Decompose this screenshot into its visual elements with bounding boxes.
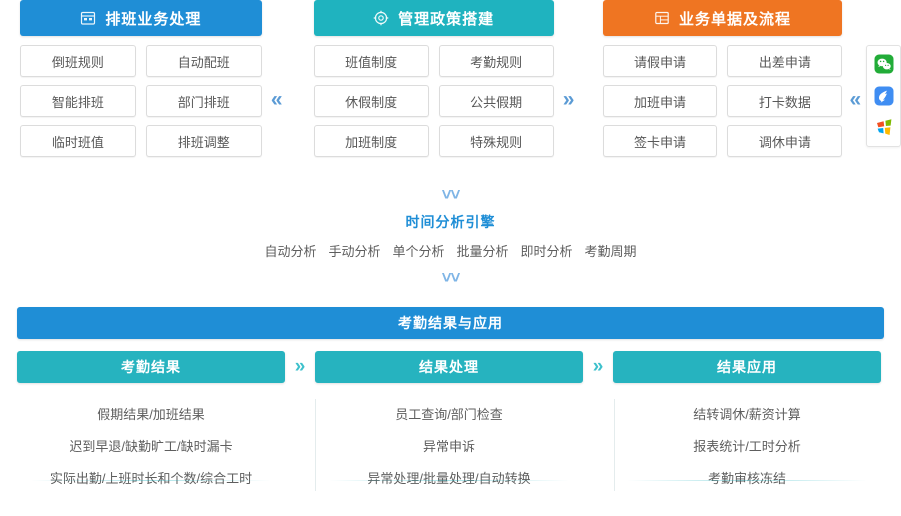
chevron-down-icon-bottom: ˅˅ (441, 268, 461, 287)
engine-item-1: 手动分析 (328, 244, 381, 259)
results-panel-body-application: 结转调休/薪资计算 报表统计/工时分析 考勤审核冻结 (613, 383, 881, 487)
results-line-2-0: 结转调休/薪资计算 (693, 407, 801, 422)
results-panel-body-processing: 员工查询/部门检查 异常申诉 异常处理/批量处理/自动转换 (315, 383, 583, 487)
engine-items: 自动分析 手动分析 单个分析 批量分析 即时分析 考勤周期 (0, 241, 901, 260)
module-header-business[interactable]: 业务单据及流程 (602, 0, 843, 36)
panel-divider-2 (614, 399, 615, 491)
tile-grid-business: 请假申请 出差申请 加班申请 打卡数据 签卡申请 调休申请 (602, 45, 843, 157)
results-panels-row: 考勤结果 假期结果/加班结果 迟到早退/缺勤旷工/缺时漏卡 实际出勤/上班时长和… (17, 351, 884, 511)
chevron-right-icon-bottom-1: » (294, 356, 306, 377)
results-panel-results: 考勤结果 假期结果/加班结果 迟到早退/缺勤旷工/缺时漏卡 实际出勤/上班时长和… (17, 351, 285, 487)
wechat-icon[interactable] (874, 54, 894, 74)
module-header-policy[interactable]: 管理政策搭建 (313, 0, 554, 36)
results-panel-application: 结果应用 结转调休/薪资计算 报表统计/工时分析 考勤审核冻结 (613, 351, 881, 487)
engine-item-2: 单个分析 (392, 244, 445, 259)
results-panel-header-processing[interactable]: 结果处理 (315, 351, 583, 383)
results-panel-processing: 结果处理 员工查询/部门检查 异常申诉 异常处理/批量处理/自动转换 (315, 351, 583, 487)
gear-icon (373, 10, 389, 26)
tile-business-4[interactable]: 签卡申请 (602, 125, 718, 157)
module-header-scheduling[interactable]: 排班业务处理 (20, 0, 262, 36)
tile-scheduling-5[interactable]: 排班调整 (145, 125, 262, 157)
tile-grid-policy: 班值制度 考勤规则 休假制度 公共假期 加班制度 特殊规则 (313, 45, 554, 157)
tile-scheduling-1[interactable]: 自动配班 (145, 45, 262, 77)
tile-scheduling-0[interactable]: 倒班规则 (20, 45, 136, 77)
calendar-icon (80, 10, 96, 26)
top-modules-row: 排班业务处理 倒班规则 自动配班 智能排班 部门排班 临时班值 排班调整 « (0, 0, 901, 180)
tile-business-3[interactable]: 打卡数据 (727, 85, 843, 117)
tile-policy-3[interactable]: 公共假期 (438, 85, 554, 117)
results-line-1-2: 异常处理/批量处理/自动转换 (367, 471, 531, 486)
results-panel-header-application[interactable]: 结果应用 (613, 351, 881, 383)
results-line-0-0: 假期结果/加班结果 (97, 407, 205, 422)
time-analysis-engine-section: ˅˅ 时间分析引擎 自动分析 手动分析 单个分析 批量分析 即时分析 考勤周期 … (0, 186, 901, 287)
results-line-2-1: 报表统计/工时分析 (693, 439, 801, 454)
tile-scheduling-3[interactable]: 部门排班 (145, 85, 262, 117)
engine-item-0: 自动分析 (264, 244, 317, 259)
results-line-1-1: 异常申诉 (422, 439, 475, 454)
dingtalk-icon[interactable] (874, 86, 894, 106)
results-panel-body-results: 假期结果/加班结果 迟到早退/缺勤旷工/缺时漏卡 实际出勤/上班时长和个数/综合… (17, 383, 285, 487)
tile-scheduling-2[interactable]: 智能排班 (20, 85, 136, 117)
tile-grid-scheduling: 倒班规则 自动配班 智能排班 部门排班 临时班值 排班调整 (20, 45, 262, 157)
results-line-1-0: 员工查询/部门检查 (395, 407, 503, 422)
results-panel-header-processing-label: 结果处理 (419, 359, 479, 375)
panel-underline-results (31, 480, 271, 481)
panel-underline-application (627, 480, 867, 481)
tile-policy-2[interactable]: 休假制度 (313, 85, 429, 117)
tile-policy-5[interactable]: 特殊规则 (438, 125, 554, 157)
module-header-scheduling-label: 排班业务处理 (105, 10, 202, 28)
tile-scheduling-4[interactable]: 临时班值 (20, 125, 136, 157)
engine-item-4: 即时分析 (520, 244, 573, 259)
chevron-left-icon-1: « (270, 88, 283, 111)
tile-business-0[interactable]: 请假申请 (602, 45, 718, 77)
chevron-right-icon-bottom-2: » (592, 356, 604, 377)
results-panel-header-application-label: 结果应用 (717, 359, 777, 375)
results-line-0-2: 实际出勤/上班时长和个数/综合工时 (49, 471, 253, 486)
engine-item-3: 批量分析 (456, 244, 509, 259)
integration-app-rail (866, 45, 901, 147)
tile-business-5[interactable]: 调休申请 (727, 125, 843, 157)
chevron-left-icon-2: « (849, 88, 862, 111)
tile-policy-1[interactable]: 考勤规则 (438, 45, 554, 77)
chevron-down-icon-top: ˅˅ (441, 185, 461, 204)
tile-policy-4[interactable]: 加班制度 (313, 125, 429, 157)
results-banner-label: 考勤结果与应用 (398, 315, 503, 331)
module-column-policy: 管理政策搭建 班值制度 考勤规则 休假制度 公共假期 加班制度 特殊规则 (313, 0, 554, 157)
form-icon (654, 10, 670, 26)
results-banner: 考勤结果与应用 (17, 307, 884, 339)
engine-title: 时间分析引擎 (405, 214, 496, 230)
panel-underline-processing (329, 480, 569, 481)
panel-divider-1 (315, 399, 316, 491)
engine-item-5: 考勤周期 (584, 244, 637, 259)
module-header-business-label: 业务单据及流程 (678, 10, 791, 28)
results-panel-header-results[interactable]: 考勤结果 (17, 351, 285, 383)
results-line-0-1: 迟到早退/缺勤旷工/缺时漏卡 (69, 439, 233, 454)
tile-business-1[interactable]: 出差申请 (727, 45, 843, 77)
results-line-2-2: 考勤审核冻结 (707, 471, 786, 486)
module-column-scheduling: 排班业务处理 倒班规则 自动配班 智能排班 部门排班 临时班值 排班调整 (20, 0, 262, 157)
chevron-right-icon-1: » (562, 88, 575, 111)
tile-policy-0[interactable]: 班值制度 (313, 45, 429, 77)
results-panel-header-results-label: 考勤结果 (121, 359, 181, 375)
module-column-business: 业务单据及流程 请假申请 出差申请 加班申请 打卡数据 签卡申请 调休申请 (602, 0, 843, 157)
module-header-policy-label: 管理政策搭建 (398, 10, 495, 28)
tile-business-2[interactable]: 加班申请 (602, 85, 718, 117)
windows-icon[interactable] (874, 118, 894, 138)
